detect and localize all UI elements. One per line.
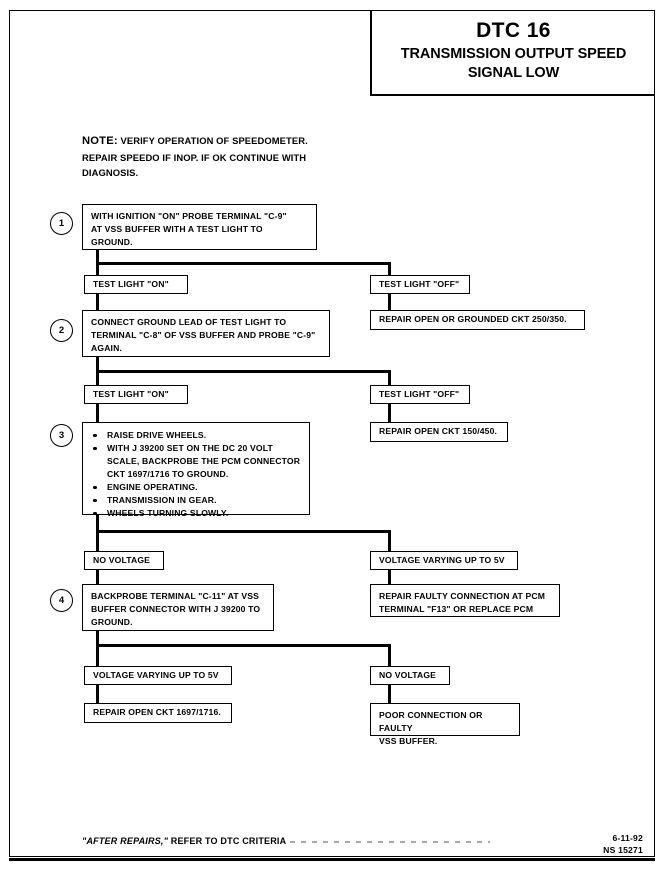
note-line-3: DIAGNOSIS. xyxy=(82,167,139,179)
result-repair-ckt-1697-1716-text: REPAIR OPEN CKT 1697/1716. xyxy=(93,707,221,717)
connector-row4-right-down xyxy=(388,644,391,666)
step-number-1: 1 xyxy=(50,212,73,235)
connector-row1-right-to-result1 xyxy=(388,294,391,310)
step-1-line-3: GROUND. xyxy=(91,237,133,248)
result-poor-connection-box: POOR CONNECTION OR FAULTY VSS BUFFER. xyxy=(370,703,520,746)
step-4-line-1: BACKPROBE TERMINAL "C-11" AT VSS xyxy=(91,591,259,601)
branch-row1-left-label: TEST LIGHT "ON" xyxy=(84,275,188,294)
step-2-box: CONNECT GROUND LEAD OF TEST LIGHT TO TER… xyxy=(82,310,330,357)
branch-row4-right-label: NO VOLTAGE xyxy=(370,666,450,685)
connector-step4-down xyxy=(96,631,99,645)
connector-row2-horizontal xyxy=(96,370,391,373)
note-line-1: VERIFY OPERATION OF SPEEDOMETER. xyxy=(120,135,308,146)
branch-row3-left-label: NO VOLTAGE xyxy=(84,551,164,570)
connector-row2-left-down xyxy=(96,370,99,385)
branch-row1-right-label: TEST LIGHT "OFF" xyxy=(370,275,470,294)
connector-row1-left-down xyxy=(96,262,99,275)
branch-row4-left-label: VOLTAGE VARYING UP TO 5V xyxy=(84,666,232,685)
step-4-line-2: BUFFER CONNECTOR WITH J 39200 TO xyxy=(91,604,261,615)
branch-row4-right-text: NO VOLTAGE xyxy=(379,670,437,680)
connector-row4-horizontal xyxy=(96,644,391,647)
branch-row3-right-text: VOLTAGE VARYING UP TO 5V xyxy=(379,555,505,565)
result-repair-ckt-150-450-text: REPAIR OPEN CKT 150/450. xyxy=(379,426,498,436)
connector-row2-right-down xyxy=(388,370,391,385)
step-number-2: 2 xyxy=(50,319,73,342)
connector-step1-down xyxy=(96,250,99,264)
note-block: NOTE: VERIFY OPERATION OF SPEEDOMETER. R… xyxy=(82,132,357,181)
result-repair-ckt-150-450-box: REPAIR OPEN CKT 150/450. xyxy=(370,422,508,442)
connector-row1-horizontal xyxy=(96,262,391,265)
branch-row2-left-label: TEST LIGHT "ON" xyxy=(84,385,188,404)
step-2-line-3: AGAIN. xyxy=(91,343,122,354)
connector-row4-right-to-result5 xyxy=(388,685,391,703)
step-1-line-1: WITH IGNITION "ON" PROBE TERMINAL "C-9" xyxy=(91,211,287,221)
footer-after-repairs-emphasis: "AFTER REPAIRS," xyxy=(82,836,169,846)
footer-after-repairs: "AFTER REPAIRS," REFER TO DTC CRITERIA xyxy=(82,836,286,846)
result-repair-ckt-1697-1716-box: REPAIR OPEN CKT 1697/1716. xyxy=(84,703,232,723)
dtc-description-line1: TRANSMISSION OUTPUT SPEED xyxy=(400,46,627,63)
step-3-bullet-list: RAISE DRIVE WHEELS. WITH J 39200 SET ON … xyxy=(87,429,303,520)
step-3-bullet-1: RAISE DRIVE WHEELS. xyxy=(87,429,303,442)
result-repair-pcm-line-1: REPAIR FAULTY CONNECTION AT PCM xyxy=(379,591,546,601)
page-border xyxy=(9,10,655,857)
connector-row3-left-to-step4 xyxy=(96,570,99,584)
step-number-3: 3 xyxy=(50,424,73,447)
connector-step2-down xyxy=(96,357,99,371)
connector-row1-left-to-step2 xyxy=(96,294,99,310)
step-3-bullet-4: TRANSMISSION IN GEAR. xyxy=(87,494,303,507)
step-3-bullet-5: WHEELS TURNING SLOWLY. xyxy=(87,507,303,520)
footer-refer-text: REFER TO DTC CRITERIA xyxy=(168,836,287,846)
step-3-bullet-2: WITH J 39200 SET ON THE DC 20 VOLT SCALE… xyxy=(87,442,303,481)
connector-row1-right-down xyxy=(388,262,391,275)
connector-step3-down xyxy=(96,515,99,531)
result-poor-connection-line-1: POOR CONNECTION OR FAULTY xyxy=(379,710,483,734)
step-2-line-1: CONNECT GROUND LEAD OF TEST LIGHT TO xyxy=(91,317,287,327)
step-1-line-2: AT VSS BUFFER WITH A TEST LIGHT TO xyxy=(91,224,263,235)
branch-row3-left-text: NO VOLTAGE xyxy=(93,555,151,565)
connector-row2-left-to-step3 xyxy=(96,404,99,422)
note-line-2: REPAIR SPEEDO IF INOP. IF OK CONTINUE WI… xyxy=(82,152,307,164)
step-2-line-2: TERMINAL "C-8" OF VSS BUFFER AND PROBE "… xyxy=(91,330,316,341)
branch-row1-left-text: TEST LIGHT "ON" xyxy=(93,279,169,289)
branch-row3-right-label: VOLTAGE VARYING UP TO 5V xyxy=(370,551,518,570)
step-1-box: WITH IGNITION "ON" PROBE TERMINAL "C-9" … xyxy=(82,204,317,250)
branch-row1-right-text: TEST LIGHT "OFF" xyxy=(379,279,460,289)
title-block: DTC 16 TRANSMISSION OUTPUT SPEED SIGNAL … xyxy=(370,10,655,96)
connector-row3-right-down xyxy=(388,530,391,551)
result-repair-pcm-connection-box: REPAIR FAULTY CONNECTION AT PCM TERMINAL… xyxy=(370,584,560,617)
result-repair-ckt-250-350-text: REPAIR OPEN OR GROUNDED CKT 250/350. xyxy=(379,314,567,324)
connector-row3-horizontal xyxy=(96,530,391,533)
note-keyword: NOTE: xyxy=(82,135,118,147)
branch-row2-left-text: TEST LIGHT "ON" xyxy=(93,389,169,399)
step-4-box: BACKPROBE TERMINAL "C-11" AT VSS BUFFER … xyxy=(82,584,274,631)
branch-row2-right-text: TEST LIGHT "OFF" xyxy=(379,389,460,399)
result-repair-pcm-line-2: TERMINAL "F13" OR REPLACE PCM xyxy=(379,604,534,615)
footer-page-code: 6-11-92 NS 15271 xyxy=(603,832,643,857)
connector-row3-left-down xyxy=(96,530,99,551)
result-poor-connection-line-2: VSS BUFFER. xyxy=(379,736,438,747)
connector-row3-right-to-result3 xyxy=(388,570,391,584)
footer-date: 6-11-92 xyxy=(612,833,643,843)
step-number-4: 4 xyxy=(50,589,73,612)
dtc-description-line2: SIGNAL LOW xyxy=(467,65,560,82)
footer-rule xyxy=(9,858,655,861)
branch-row2-right-label: TEST LIGHT "OFF" xyxy=(370,385,470,404)
connector-row2-right-to-result2 xyxy=(388,404,391,422)
step-3-bullet-3: ENGINE OPERATING. xyxy=(87,481,303,494)
step-3-box: RAISE DRIVE WHEELS. WITH J 39200 SET ON … xyxy=(82,422,310,518)
footer-dotted-line xyxy=(290,841,490,843)
connector-row4-left-to-result4 xyxy=(96,685,99,703)
step-4-line-3: GROUND. xyxy=(91,617,133,628)
connector-row4-left-down xyxy=(96,644,99,666)
footer-doc-code: NS 15271 xyxy=(603,845,643,856)
dtc-code: DTC 16 xyxy=(476,19,551,42)
result-repair-ckt-250-350-box: REPAIR OPEN OR GROUNDED CKT 250/350. xyxy=(370,310,585,330)
branch-row4-left-text: VOLTAGE VARYING UP TO 5V xyxy=(93,670,219,680)
